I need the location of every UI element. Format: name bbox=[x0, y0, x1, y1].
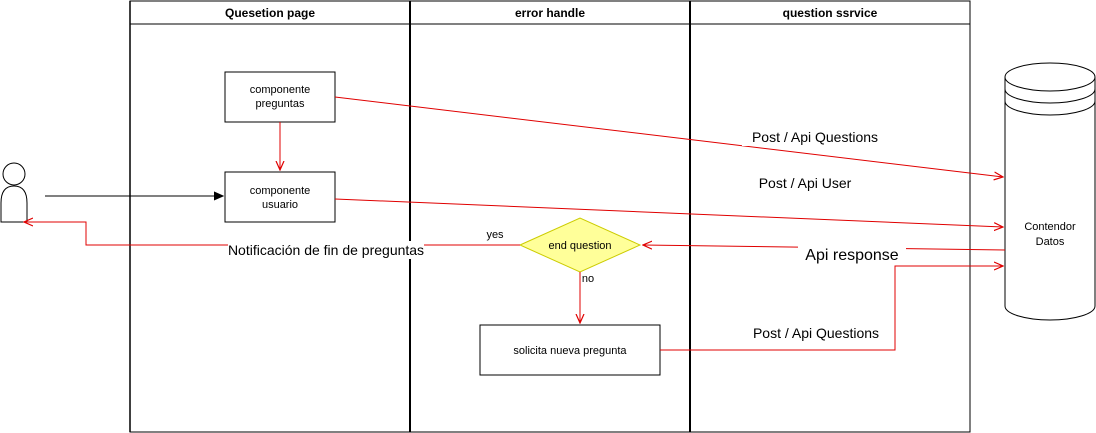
database-label-line2: Datos bbox=[1036, 236, 1065, 248]
edge-post-questions-2 bbox=[660, 266, 1003, 351]
label-bg bbox=[798, 243, 906, 263]
lane-title-question-service: question ssrvice bbox=[783, 6, 878, 20]
edge-label-post-questions-2: Post / Api Questions bbox=[753, 325, 879, 341]
edge-label-api-response: Api response bbox=[805, 247, 898, 264]
componente-usuario-line2: usuario bbox=[262, 199, 298, 211]
componente-usuario-line1: componente bbox=[250, 185, 311, 197]
lane-title-question-page: Quesetion page bbox=[225, 6, 315, 20]
edge-label-post-user: Post / Api User bbox=[759, 175, 852, 191]
componente-usuario-box bbox=[224, 171, 336, 223]
componente-preguntas-line1: componente bbox=[250, 84, 311, 96]
end-question-decision bbox=[518, 217, 642, 273]
swimlane-pool bbox=[129, 0, 971, 433]
solicita-nueva-pregunta-box bbox=[479, 324, 661, 376]
edge-label-no: no bbox=[582, 273, 594, 285]
end-question-label: end question bbox=[549, 240, 612, 252]
user-actor-icon bbox=[0, 162, 28, 223]
componente-preguntas-box bbox=[224, 71, 336, 123]
edge-post-questions-1 bbox=[334, 96, 1003, 177]
edge-label-notificacion: Notificación de fin de preguntas bbox=[228, 242, 424, 258]
lane-title-error-handle: error handle bbox=[515, 6, 585, 20]
label-bg bbox=[742, 126, 890, 146]
edge-label-yes: yes bbox=[486, 229, 504, 241]
label-bg bbox=[228, 241, 424, 259]
solicita-nueva-pregunta-label: solicita nueva pregunta bbox=[513, 345, 627, 357]
edge-label-post-questions-1: Post / Api Questions bbox=[752, 129, 878, 145]
database-label-line1: Contendor bbox=[1024, 221, 1076, 233]
componente-preguntas-line2: preguntas bbox=[256, 98, 305, 110]
edge-post-user bbox=[334, 198, 1003, 227]
database-cylinder bbox=[1004, 62, 1096, 321]
